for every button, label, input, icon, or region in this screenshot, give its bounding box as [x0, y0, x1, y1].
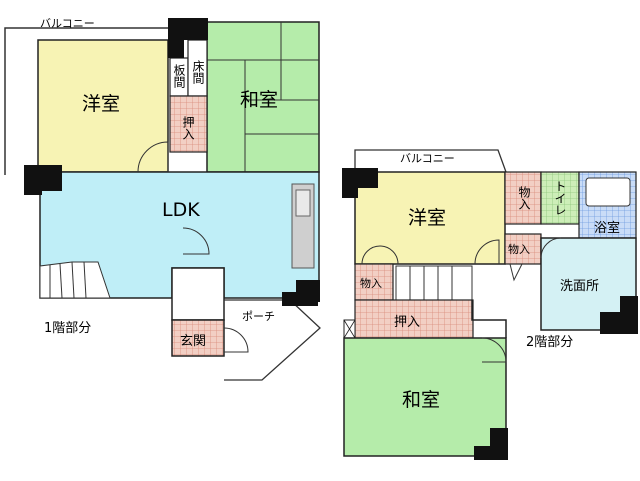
floor2-monoire-3	[354, 263, 394, 301]
floor2-plan: バルコニー 洋室 物入 トイレ 浴室 物入 洗面所 物入 押入 和室 2階部分	[342, 149, 638, 460]
floor1-oshiire-label: 押入	[181, 116, 195, 140]
floor1-hall	[171, 267, 225, 321]
floor2-oshiire	[354, 299, 474, 339]
floor2-caption: 2階部分	[526, 335, 573, 350]
floor2-balcony-outline	[354, 149, 507, 173]
floor2-oshiire-label: 押入	[394, 315, 420, 330]
floor1-itama-label: 板間	[172, 64, 186, 88]
door-swings-f1	[137, 141, 249, 353]
kitchen-sink	[295, 189, 311, 217]
floor2-monoire-2-label: 物入	[508, 242, 530, 256]
floor2-monoire-1-label: 物入	[517, 186, 531, 210]
floor1-balcony-label: バルコニー	[40, 17, 95, 30]
wall-blocks-f2	[342, 168, 638, 460]
floor1-tokonoma-label: 床間	[191, 60, 205, 84]
floor2-western-room-label: 洋室	[408, 207, 446, 229]
floor1-japanese-room-label: 和室	[240, 89, 278, 111]
floor2-stairs	[395, 265, 473, 301]
floor1-ldk-label: LDK	[162, 199, 200, 221]
floor2-washroom-label: 洗面所	[560, 279, 599, 294]
floor1-genkan	[171, 319, 225, 357]
floor2-toilet	[540, 171, 580, 225]
floor1-japanese-room	[206, 21, 320, 173]
floor1-porch	[224, 299, 321, 381]
floor1-porch-label: ポーチ	[242, 310, 275, 323]
floor1-genkan-label: 玄関	[180, 334, 206, 349]
floor1-balcony-outline	[4, 27, 172, 175]
tatami-lines	[207, 22, 319, 172]
floor1-caption: 1階部分	[44, 321, 91, 336]
floor1-oshiire	[169, 95, 208, 153]
floor2-monoire-3-label: 物入	[360, 276, 382, 290]
floor2-toilet-label: トイレ	[553, 180, 567, 216]
floor1-plan: バルコニー 洋室 和室 板間 床間 押入 LDK 玄関 ポーチ 1階部分	[4, 17, 321, 381]
floor2-japanese-room	[343, 337, 507, 457]
wall-blocks-f1	[24, 18, 320, 306]
floor2-japanese-room-label: 和室	[402, 389, 440, 411]
floor2-bath-label: 浴室	[594, 220, 620, 236]
door-swings-f2	[361, 237, 562, 363]
floor1-western-room-label: 洋室	[82, 93, 120, 115]
floor2-balcony-label: バルコニー	[400, 152, 455, 165]
bathtub	[585, 177, 631, 207]
floor1-stairs	[39, 261, 111, 299]
